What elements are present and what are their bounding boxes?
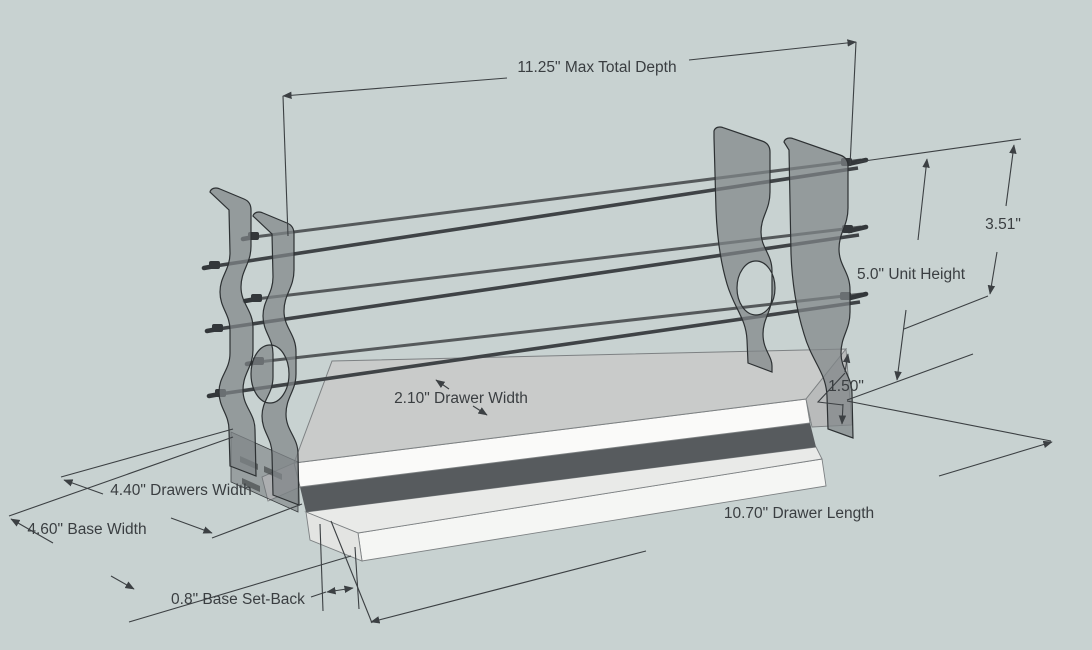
dimension-drawers-width: 4.40" Drawers Width	[60, 428, 303, 539]
rod-low-rear	[257, 292, 863, 364]
dimension-arrow	[472, 405, 488, 416]
extension-line	[128, 555, 352, 623]
dimension-line	[894, 309, 907, 381]
dimension-line	[938, 440, 1053, 477]
dim-label-upper-height: 3.51"	[985, 216, 1021, 233]
dimension-unit-height: 5.0" Unit Height	[846, 158, 974, 401]
extension-line	[856, 138, 1022, 163]
extension-line	[846, 400, 1052, 442]
dimension-drawer-width: 2.10" Drawer Width	[394, 379, 528, 416]
dimension-line	[326, 585, 354, 595]
extension-line	[849, 41, 857, 167]
extension-line	[319, 523, 324, 612]
dimension-upper-height: 3.51"	[856, 138, 1022, 330]
extension-line	[8, 436, 234, 517]
dimension-line	[688, 39, 857, 61]
dimension-arrow	[435, 379, 450, 390]
extension-line	[903, 295, 989, 330]
extension-line	[282, 95, 289, 237]
foot-slot	[242, 478, 260, 492]
dim-label-drawer-width: 2.10" Drawer Width	[394, 390, 528, 407]
dimension-line	[282, 77, 508, 100]
dimension-line	[1005, 144, 1017, 207]
dimension-line	[110, 575, 135, 590]
right-outer-panel	[783, 137, 854, 439]
dimension-line	[170, 517, 213, 534]
dimension-line	[987, 251, 998, 295]
dimension-line	[917, 158, 930, 241]
dimension-base-width: 4.60" Base Width	[8, 436, 352, 623]
extension-line	[846, 353, 974, 401]
base-recess-shadow	[300, 423, 816, 512]
side-panels-left	[209, 187, 300, 513]
dim-label-base-setback: 0.8" Base Set-Back	[171, 591, 305, 608]
extension-line	[60, 428, 234, 478]
dimension-line	[842, 353, 851, 373]
dimension-line	[63, 479, 104, 495]
right-inner-panel	[713, 126, 776, 373]
leader-line	[310, 591, 327, 598]
left-inner-panel	[250, 211, 300, 506]
dim-label-drawer-front-height: 1.50"	[828, 378, 864, 395]
extension-line	[211, 503, 303, 539]
dimension-base-setback: 0.8" Base Set-Back	[171, 523, 360, 612]
dimension-drawer-front-height: 1.50"	[816, 353, 864, 425]
dimension-line	[370, 550, 647, 624]
dimension-max-total-depth: 11.25" Max Total Depth	[282, 39, 857, 237]
dimension-drawer-length: 10.70" Drawer Length	[330, 400, 1053, 624]
dim-label-unit-height: 5.0" Unit Height	[857, 266, 966, 283]
dim-label-max-total-depth: 11.25" Max Total Depth	[517, 59, 676, 76]
leader-bracket	[816, 372, 846, 406]
dim-label-drawer-length: 10.70" Drawer Length	[724, 505, 874, 522]
extension-line	[330, 520, 373, 624]
extension-line	[354, 546, 360, 610]
dim-label-base-width: 4.60" Base Width	[27, 521, 146, 538]
dim-label-drawers-width: 4.40" Drawers Width	[110, 482, 252, 499]
dimension-line	[10, 518, 54, 544]
left-outer-panel	[209, 187, 257, 477]
dimension-line	[838, 403, 847, 425]
side-panels-right	[713, 126, 854, 439]
